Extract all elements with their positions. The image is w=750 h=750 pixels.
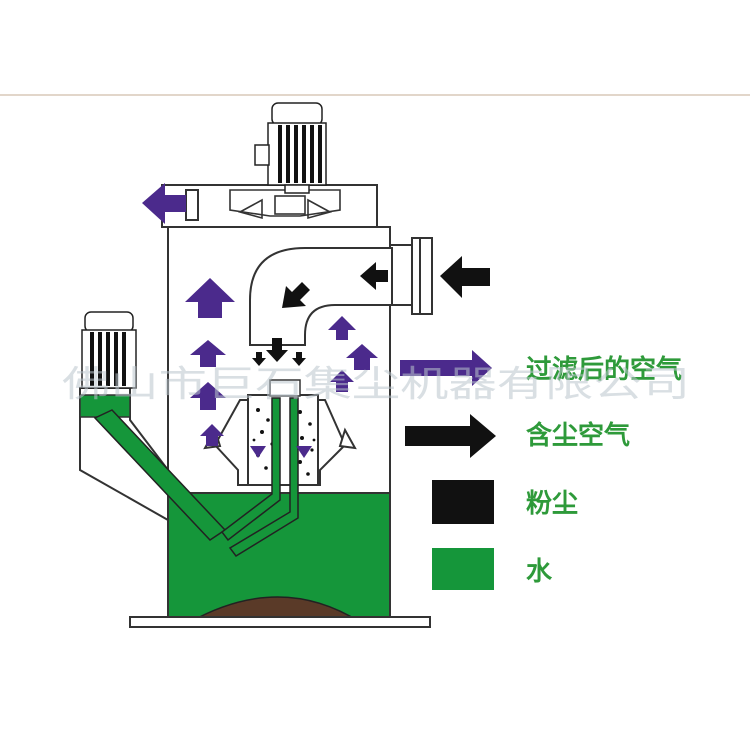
down-arrow xyxy=(252,352,266,366)
up-arrow xyxy=(328,316,356,340)
up-arrow xyxy=(346,344,378,370)
down-arrow xyxy=(296,446,312,458)
legend-label-filtered-air: 过滤后的空气 xyxy=(526,354,682,385)
legend-label-dust: 粉尘 xyxy=(526,489,578,519)
down-arrow xyxy=(250,446,266,458)
up-arrow xyxy=(330,370,354,392)
slurry-tank xyxy=(79,387,227,541)
legend: 过滤后的空气 含尘空气 粉尘 水 xyxy=(432,354,682,590)
fan-impeller xyxy=(229,189,341,220)
legend-dusty-air-arrow xyxy=(405,414,496,458)
base-plate xyxy=(129,616,431,628)
clean-air-arrows xyxy=(142,183,492,458)
water-return-pipe xyxy=(220,379,301,557)
up-arrow xyxy=(185,278,235,318)
inlet-elbow-duct xyxy=(249,247,393,346)
down-arrow xyxy=(292,352,306,366)
legend-label-water: 水 xyxy=(526,557,553,587)
legend-clean-air-arrow xyxy=(400,350,492,386)
side-motor xyxy=(81,311,137,389)
inlet-arrow xyxy=(440,256,490,298)
company-watermark: 佛山市巨石集尘机器有限公司 xyxy=(62,364,690,405)
up-arrow xyxy=(190,382,226,410)
legend-label-dusty-air: 含尘空气 xyxy=(526,420,630,451)
top-motor xyxy=(254,102,327,194)
legend-swatch-water xyxy=(432,548,494,590)
legend-swatch-dust xyxy=(432,480,494,524)
dusty-air-arrows xyxy=(252,256,496,458)
up-arrow xyxy=(190,340,226,367)
outlet-arrow xyxy=(142,183,186,224)
duct-arrow xyxy=(360,262,388,290)
up-arrow xyxy=(200,424,224,446)
down-arrow xyxy=(266,338,288,362)
elbow-arrow xyxy=(282,282,310,308)
